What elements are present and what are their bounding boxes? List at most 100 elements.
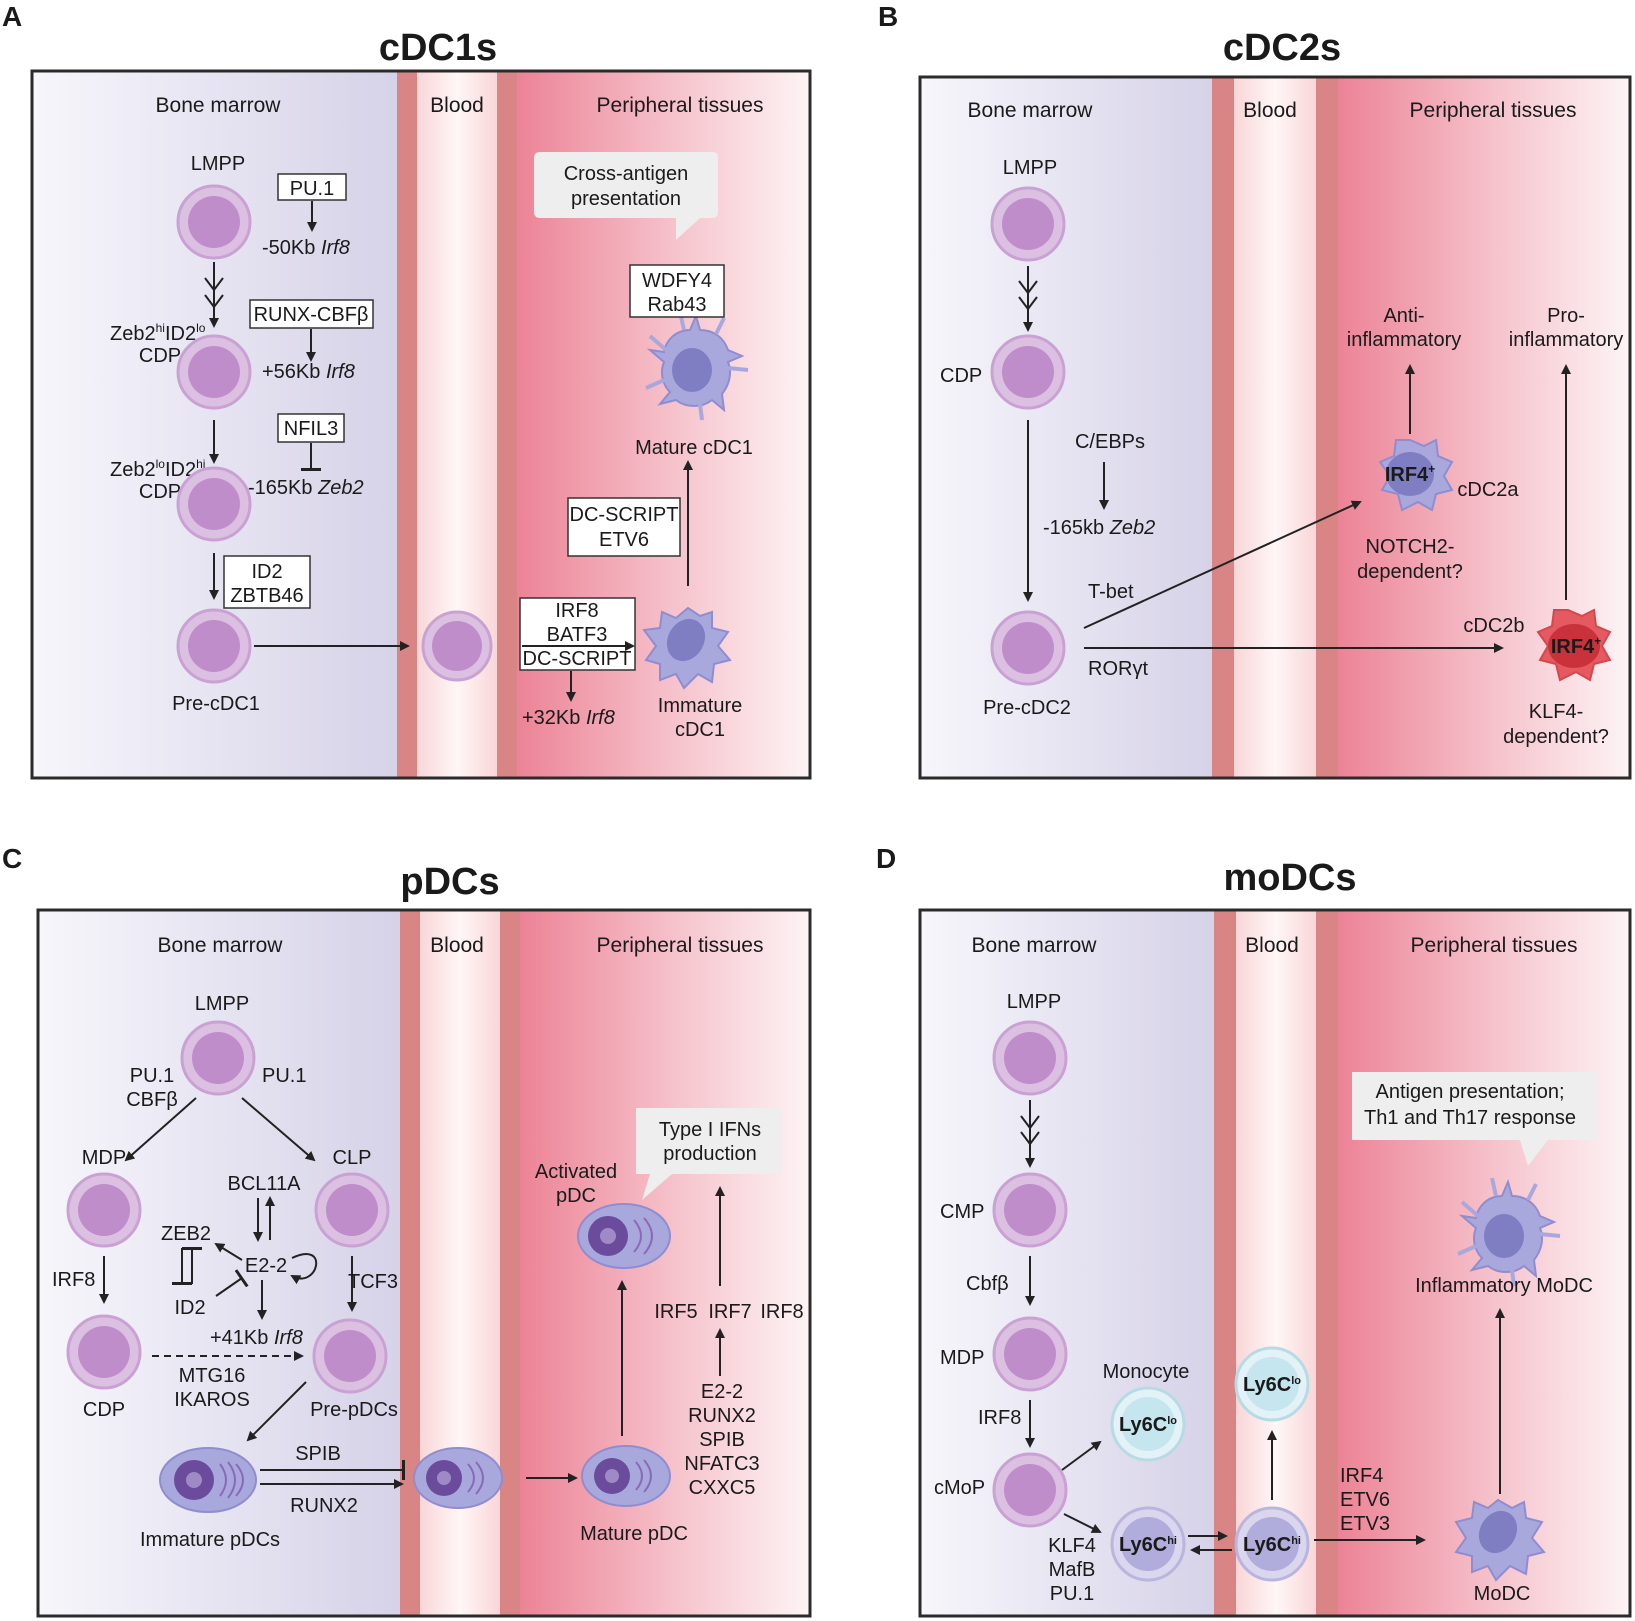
tf-label: KLF4 <box>1048 1535 1096 1557</box>
tf-label: SPIB <box>295 1443 341 1465</box>
tf-label: CXXC5 <box>689 1477 756 1499</box>
inflammatory-modc-cell <box>1457 1177 1561 1287</box>
immature-pdc-cell <box>159 1447 257 1513</box>
tf-box <box>277 173 347 201</box>
mature-cdc1-cell <box>645 311 749 421</box>
lmpp-cell <box>176 184 252 260</box>
panel-frame <box>918 908 1632 1618</box>
enhancer-label: -50Kb Irf8 <box>262 237 350 259</box>
zone-label: Peripheral tissues <box>597 94 764 117</box>
ly6c-label: Ly6Chi <box>1243 1534 1301 1556</box>
cdp-label: Zeb2loID2hi <box>110 457 205 481</box>
panel-c: C pDCs Bone marrow Blood Peripheral tiss… <box>2 843 812 1618</box>
tf-label: Rab43 <box>648 294 707 316</box>
ly6c-hi-monocyte: Ly6Chi <box>1110 1506 1186 1582</box>
arrow <box>246 1381 307 1442</box>
tf-label: IKAROS <box>174 1389 250 1411</box>
ly6c-label: Ly6Clo <box>1243 1374 1301 1396</box>
cell-label: MoDC <box>1474 1583 1531 1605</box>
inhibition-arrow <box>215 1269 249 1297</box>
clp-cell <box>314 1172 390 1248</box>
mdp-cell <box>66 1172 142 1248</box>
panel-letter: A <box>2 1 22 32</box>
autoregulation-loop <box>290 1253 318 1285</box>
enhancer-label: +56Kb Irf8 <box>262 361 355 383</box>
cell-label: Inflammatory MoDC <box>1415 1275 1593 1297</box>
zone-label: Blood <box>1243 99 1297 122</box>
tf-label: BCL11A <box>227 1173 301 1195</box>
vessel-wall <box>497 71 517 778</box>
callout-text: Antigen presentation; <box>1375 1081 1564 1103</box>
callout-text: Cross-antigen <box>564 163 689 185</box>
tf-label: C/EBPs <box>1075 431 1145 453</box>
multi-step-chevrons <box>204 277 224 309</box>
enhancer-label: -165kb Zeb2 <box>1043 517 1155 539</box>
enhancer-label: +32Kb Irf8 <box>522 707 615 729</box>
cell-label: Immature <box>658 695 742 717</box>
immature-cdc1-cell <box>642 606 732 690</box>
tf-label: PU.1 <box>1050 1583 1094 1605</box>
callout-bubble <box>1352 1072 1598 1166</box>
tf-label: ID2 <box>251 561 282 583</box>
cell-label: Activated <box>535 1161 617 1183</box>
cdp-cell <box>990 334 1066 410</box>
tf-label: MTG16 <box>179 1365 246 1387</box>
tf-box <box>567 497 681 557</box>
cell-label: Mature cDC1 <box>635 437 753 459</box>
cdc2a-cell: IRF4+ <box>1378 438 1454 512</box>
ly6c-lo-monocyte: Ly6Clo <box>1110 1386 1186 1462</box>
dependency-label: dependent? <box>1357 561 1463 583</box>
cell-label: Mature pDC <box>580 1523 688 1545</box>
enhancer-label: +41Kb Irf8 <box>210 1327 303 1349</box>
zone-label: Blood <box>1245 934 1299 957</box>
cell-label: Pre-pDCs <box>310 1399 398 1421</box>
cmp-cell <box>992 1172 1068 1248</box>
modc-cell <box>1454 1498 1546 1582</box>
callout-bubble <box>636 1108 782 1200</box>
cell-label: MDP <box>940 1347 984 1369</box>
subset-label: cDC2b <box>1463 615 1524 637</box>
lmpp-cell <box>180 1020 256 1096</box>
tf-label: IRF8 <box>978 1407 1021 1429</box>
cdp-label: Zeb2hiID2lo <box>110 321 206 345</box>
cell-label: CLP <box>333 1147 372 1169</box>
blood-pre-cdc1-cell <box>421 610 493 682</box>
tf-label: RUNX-CBFβ <box>254 304 369 326</box>
tf-box <box>629 264 725 318</box>
panel-letter: B <box>878 1 898 32</box>
tf-label: ETV6 <box>1340 1489 1390 1511</box>
tf-label: RORγt <box>1088 658 1148 680</box>
panel-d: D moDCs Bone marrow Blood Peripheral tis… <box>876 843 1632 1618</box>
pre-cdc2-cell <box>990 610 1066 686</box>
panel-title: moDCs <box>1223 857 1356 899</box>
zone-label: Blood <box>430 94 484 117</box>
cdp-label: CDP <box>139 345 181 367</box>
peripheral-tissue-zone <box>520 910 810 1616</box>
tf-label: E2-2 <box>245 1255 287 1277</box>
tf-label: MafB <box>1049 1559 1096 1581</box>
zone-label: Bone marrow <box>156 94 282 117</box>
cell-label: cDC1 <box>675 719 725 741</box>
subset-label: cDC2a <box>1457 479 1519 501</box>
arrow <box>214 1242 243 1261</box>
tf-box <box>249 299 374 329</box>
outcome-label: inflammatory <box>1509 329 1623 351</box>
zone-label: Peripheral tissues <box>597 934 764 957</box>
callout-text: production <box>663 1143 756 1165</box>
multi-step-chevrons <box>1020 1115 1040 1146</box>
pre-cdc1-cell <box>176 608 252 684</box>
tf-label: NFATC3 <box>684 1453 759 1475</box>
zone-label: Peripheral tissues <box>1411 934 1578 957</box>
cdp-label: CDP <box>139 481 181 503</box>
panel-letter: D <box>876 843 896 874</box>
arrow <box>1083 500 1362 629</box>
panel-title: cDC2s <box>1223 27 1341 69</box>
arrow <box>1063 1513 1102 1533</box>
outcome-label: Pro- <box>1547 305 1585 327</box>
cdp-cell <box>176 466 252 542</box>
callout-text: Th1 and Th17 response <box>1364 1107 1576 1129</box>
panel-title: pDCs <box>400 861 499 903</box>
arrow <box>124 1097 197 1162</box>
lmpp-label: LMPP <box>195 993 249 1015</box>
